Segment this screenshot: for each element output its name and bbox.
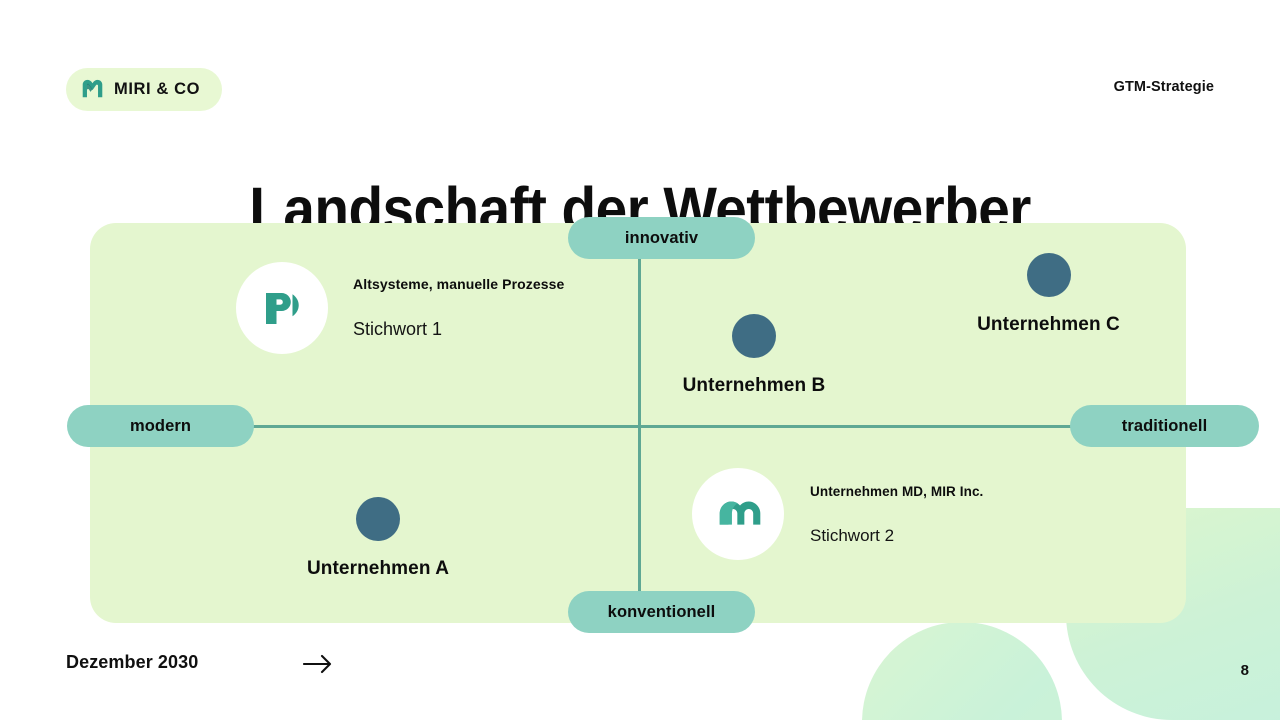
axis-label-right[interactable]: traditionell (1070, 405, 1259, 447)
axis-label-left[interactable]: modern (67, 405, 254, 447)
competitor-marker-a[interactable]: Unternehmen A (301, 497, 455, 580)
deck-kicker: GTM-Strategie (1113, 79, 1214, 95)
m-curve-logo-icon (692, 468, 784, 560)
axis-label-bottom[interactable]: konventionell (568, 591, 755, 633)
competitor-marker-c[interactable]: Unternehmen C (971, 253, 1126, 336)
competitor-entry-2[interactable]: Unternehmen MD, MIR Inc. Stichwort 2 (692, 468, 983, 560)
brand-name: MIRI & CO (114, 80, 201, 98)
competitor-entry-2-subline: Stichwort 2 (810, 525, 895, 545)
competitor-entry-2-copy: Unternehmen MD, MIR Inc. Stichwort 2 (810, 483, 983, 546)
competitor-entry-1-copy: Altsysteme, manuelle Prozesse Stichwort … (353, 276, 564, 340)
competitor-label-a: Unternehmen A (306, 558, 450, 579)
competitor-label-b: Unternehmen B (682, 375, 826, 396)
competitor-entry-1-headline: Altsysteme, manuelle Prozesse (353, 276, 565, 292)
axis-label-top[interactable]: innovativ (568, 217, 755, 259)
dot-marker-icon (356, 497, 400, 541)
vertical-axis-line (638, 238, 641, 613)
m-monogram-icon (80, 77, 105, 102)
competitor-entry-1-subline: Stichwort 1 (353, 319, 443, 339)
competitor-entry-1[interactable]: Altsysteme, manuelle Prozesse Stichwort … (236, 262, 564, 354)
dot-marker-icon (732, 314, 776, 358)
competitor-marker-b[interactable]: Unternehmen B (677, 314, 831, 397)
competitor-label-c: Unternehmen C (977, 314, 1120, 335)
decorative-circle-shape (862, 622, 1062, 720)
competitor-entry-2-headline: Unternehmen MD, MIR Inc. (810, 483, 984, 499)
arrow-right-icon[interactable] (302, 650, 333, 678)
dot-marker-icon (1026, 253, 1071, 297)
footer-date: Dezember 2030 (66, 652, 199, 672)
horizontal-axis-line (210, 425, 1210, 428)
p-flag-logo-icon (236, 262, 328, 354)
brand-logo: MIRI & CO (66, 68, 223, 111)
page-number: 8 (1240, 662, 1249, 679)
